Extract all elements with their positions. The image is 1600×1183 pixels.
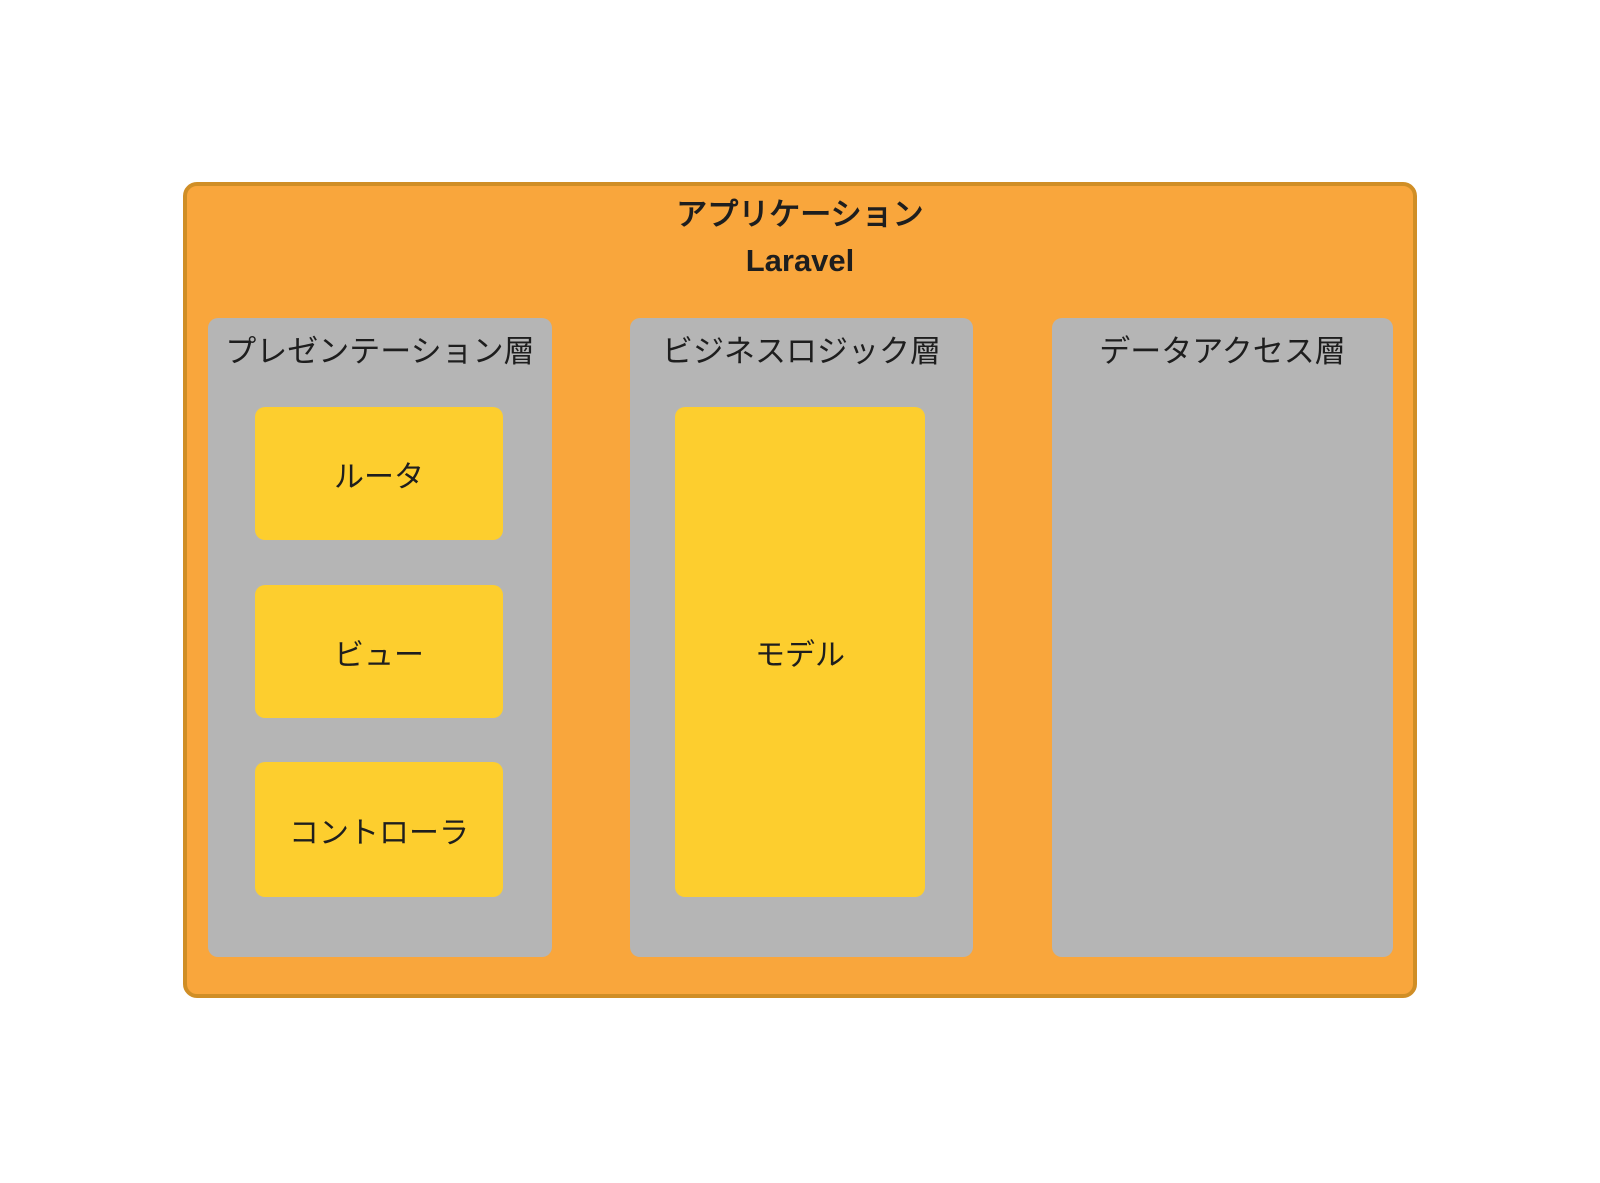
layer-business-logic-label: ビジネスロジック層 bbox=[662, 334, 941, 369]
layer-presentation: プレゼンテーション層 ルータ ビュー コントローラ bbox=[208, 318, 552, 957]
application-subtitle: Laravel bbox=[745, 243, 855, 278]
component-router: ルータ bbox=[255, 407, 503, 540]
application-box: アプリケーション Laravel プレゼンテーション層 ルータ ビュー コントロ… bbox=[183, 182, 1417, 998]
component-model: モデル bbox=[675, 407, 925, 897]
component-view-label: ビュー bbox=[334, 638, 424, 672]
component-view: ビュー bbox=[255, 585, 503, 718]
component-controller-label: コントローラ bbox=[289, 816, 469, 850]
component-controller: コントローラ bbox=[255, 762, 503, 897]
component-router-label: ルータ bbox=[334, 460, 424, 494]
layer-data-access-label: データアクセス層 bbox=[1099, 334, 1346, 369]
layer-business-logic: ビジネスロジック層 モデル bbox=[630, 318, 973, 957]
application-title: アプリケーション bbox=[676, 197, 924, 232]
component-model-label: モデル bbox=[755, 639, 845, 672]
layer-data-access: データアクセス層 bbox=[1052, 318, 1393, 957]
layer-presentation-label: プレゼンテーション層 bbox=[225, 334, 535, 369]
